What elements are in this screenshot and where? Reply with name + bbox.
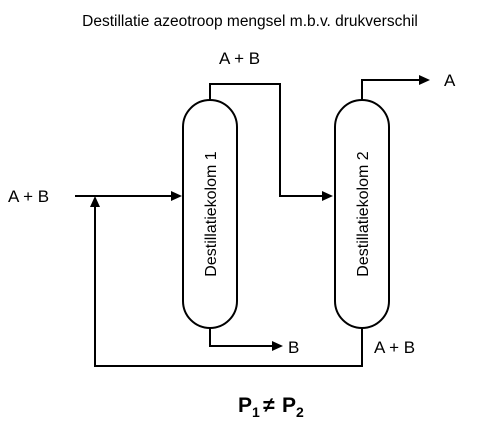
distillation-column-2	[334, 99, 390, 329]
p2-letter: P	[282, 394, 296, 417]
col2-top-label: A	[444, 71, 456, 90]
col2-bottom-label: A + B	[374, 338, 415, 357]
col1-overhead-line	[209, 83, 324, 197]
col2-label: Destillatiekolom 2	[355, 151, 372, 276]
recycle-arrowhead	[90, 196, 100, 207]
recycle-line	[94, 206, 363, 367]
col2-top-arrowhead	[419, 75, 430, 85]
p1-index: 1	[252, 404, 260, 420]
p2-index: 2	[296, 404, 304, 420]
col1-bottom-label: B	[288, 338, 299, 357]
col1-label: Destillatiekolom 1	[203, 151, 220, 276]
col1-bottom-arrowhead	[272, 341, 283, 351]
col2-top-line	[361, 79, 420, 100]
diagram-title: Destillatie azeotroop mengsel m.b.v. dru…	[82, 13, 418, 30]
p1-letter: P	[238, 394, 252, 417]
feed-arrowhead	[171, 191, 182, 201]
feed-label: A + B	[8, 187, 49, 206]
distillation-column-1	[182, 99, 238, 329]
col1-overhead-arrowhead	[322, 191, 333, 201]
col1-bottom-line	[209, 328, 273, 347]
col1-top-label: A + B	[219, 49, 260, 68]
pressure-condition: P 1 ≠ P 2	[238, 394, 304, 420]
not-equal-sign: ≠	[263, 394, 275, 417]
